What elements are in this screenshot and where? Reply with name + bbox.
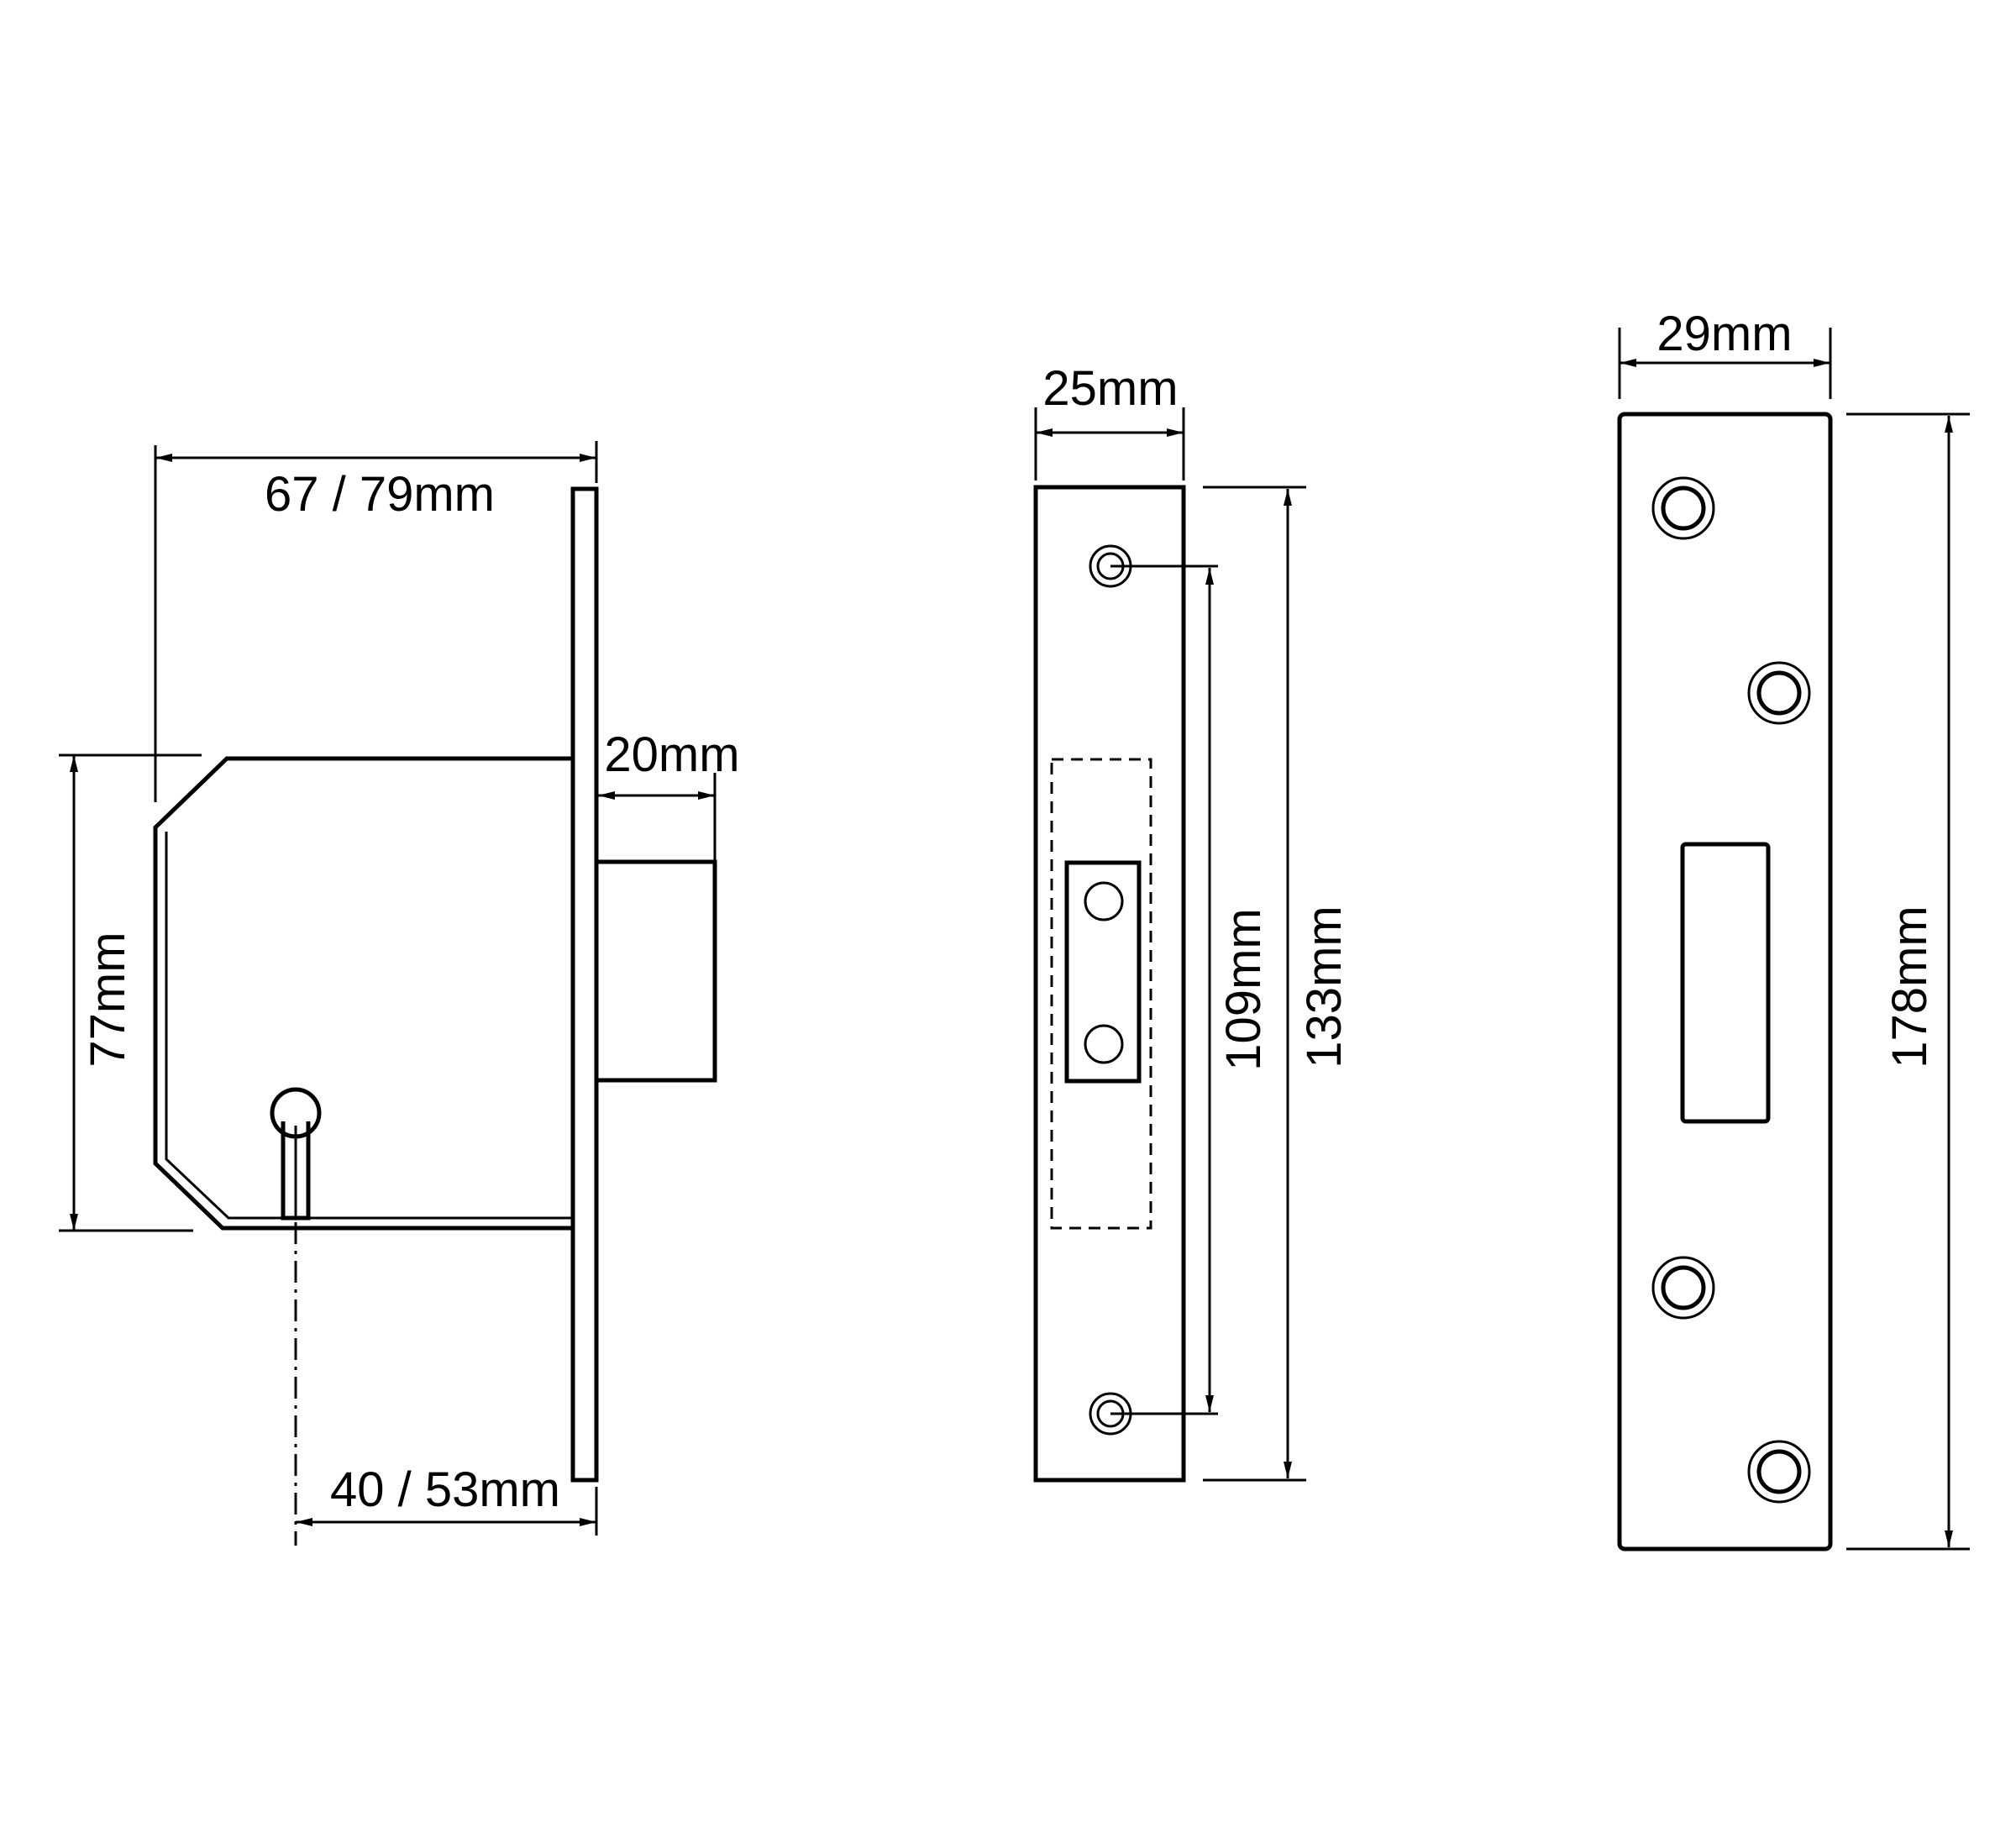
strike-plate-view: 29mm 178mm: [1617, 307, 1970, 1551]
lock-case-inner-edge: [165, 832, 573, 1220]
keyhole: [270, 1087, 322, 1221]
backset-label: 40 / 53mm: [330, 1462, 560, 1517]
strike-screw-3: [1651, 1256, 1715, 1320]
strike-screw-1: [1651, 476, 1715, 540]
forend-fixing-centres-dimension: 109mm: [1110, 564, 1271, 1415]
lock-case-outline: [153, 756, 573, 1231]
strike-screw-4: [1747, 1440, 1811, 1504]
forend-front-view: 25mm 109mm 133mm: [1033, 361, 1352, 1483]
bolt-throw-dimension: 20mm: [598, 727, 740, 862]
lock-body-side-view: 67 / 79mm 77mm 20mm 40 / 53mm: [59, 441, 740, 1546]
lock-depth-dimension: 67 / 79mm: [154, 441, 598, 802]
strike-width-label: 29mm: [1656, 307, 1792, 361]
lock-depth-label: 67 / 79mm: [265, 467, 495, 522]
forend-hidden-case-outline: [1050, 758, 1152, 1230]
forend-width-dimension: 25mm: [1034, 361, 1185, 480]
forend-length-dimension: 133mm: [1203, 486, 1352, 1482]
forend-width-label: 25mm: [1042, 361, 1178, 416]
bolt-hole-top: [1084, 881, 1124, 921]
strike-bolt-recess: [1680, 842, 1771, 1124]
strike-length-label: 178mm: [1882, 906, 1937, 1068]
backset-dimension: 40 / 53mm: [296, 1462, 598, 1536]
forend-fixing-centres-label: 109mm: [1216, 908, 1271, 1070]
strike-width-dimension: 29mm: [1618, 307, 1832, 399]
bolt-throw-label: 20mm: [604, 727, 739, 782]
strike-length-dimension: 178mm: [1846, 412, 1970, 1551]
forend-length-label: 133mm: [1297, 906, 1352, 1068]
deadbolt: [594, 859, 717, 1083]
lock-forend-plate: [570, 486, 599, 1483]
strike-screw-2: [1747, 661, 1811, 725]
bolt-hole-bottom: [1084, 1024, 1124, 1064]
lock-height-label: 77mm: [81, 932, 135, 1067]
forend-bolt-opening: [1064, 860, 1142, 1084]
lock-height-dimension: 77mm: [59, 753, 202, 1232]
